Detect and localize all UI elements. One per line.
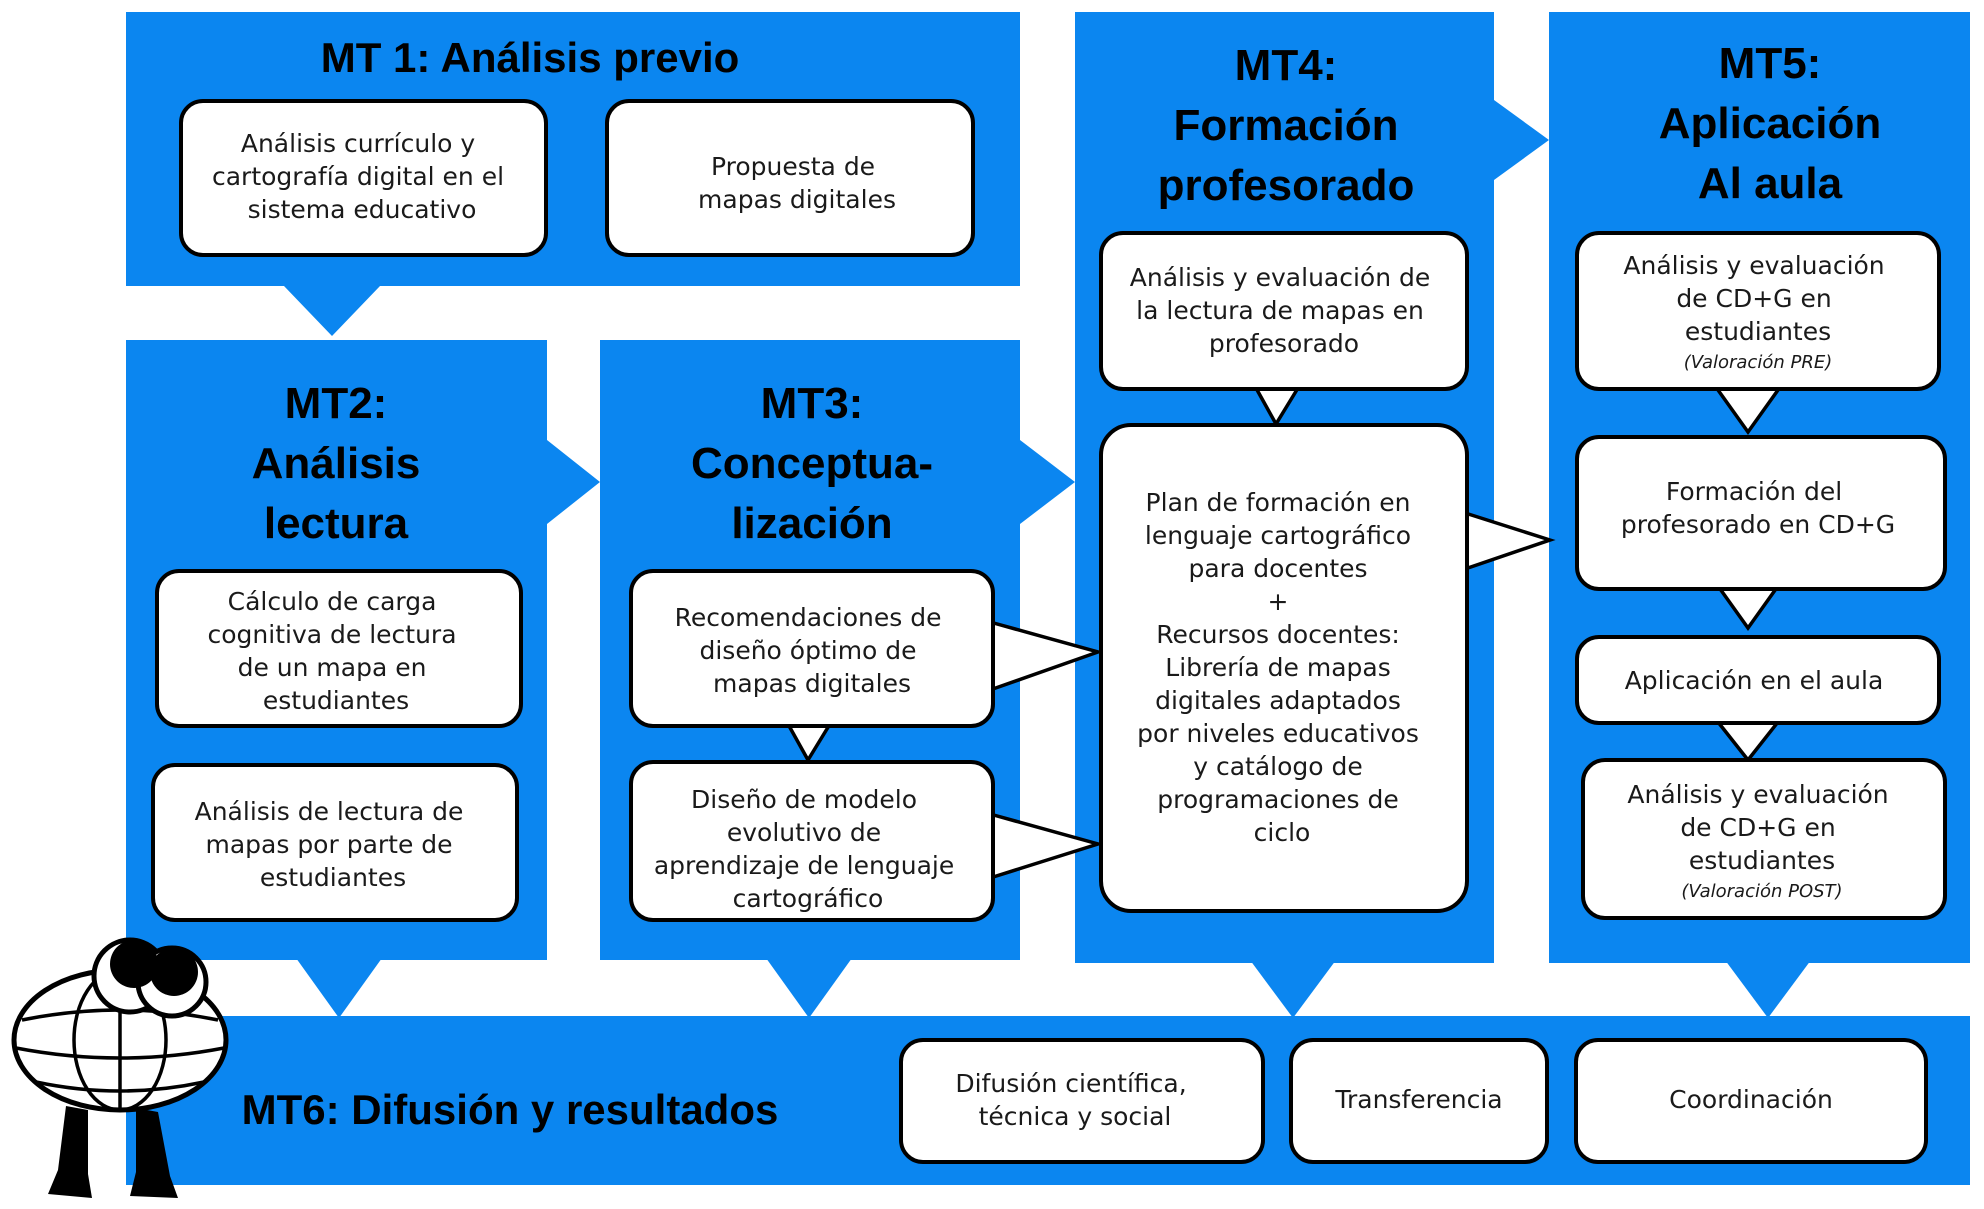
mt5-box-pre — [1575, 231, 1941, 391]
mt5-title-line: MT5: — [1719, 39, 1822, 88]
mt2-to-mt6-arrow — [296, 958, 382, 1018]
mt5-box-post-text: Análisis y evaluación de CD+G en estudia… — [1627, 780, 1896, 875]
mt6-box-coordinacion-text: Coordinación — [1669, 1085, 1833, 1114]
mt5-box-aplicacion — [1575, 635, 1941, 725]
mt5-to-mt6-arrow — [1725, 960, 1811, 1018]
mt5-box-post — [1581, 758, 1947, 920]
mt5-title-line: Aplicación — [1659, 99, 1882, 148]
mt4-title-line: profesorado — [1158, 161, 1415, 210]
mt4-box-analisis — [1099, 231, 1469, 391]
mt6-title: MT6: Difusión y resultados — [242, 1086, 779, 1133]
mt5-title-line: Al aula — [1698, 159, 1843, 208]
model-to-plan-arrow — [989, 812, 1105, 880]
mt4-title-line: Formación — [1174, 101, 1399, 150]
mt4-to-mt6-arrow — [1250, 960, 1336, 1018]
mt6-box-coordinacion — [1574, 1038, 1928, 1164]
mt3-title-line: MT3: — [761, 379, 864, 428]
mt5-pre-to-formacion-arrow — [1716, 388, 1780, 436]
mt3-box-recomendaciones — [629, 569, 995, 728]
mt6-box-difusion-text: Difusión científica, técnica y social — [955, 1069, 1194, 1131]
mt4-box-plan-text: Plan de formación en lenguaje cartográfi… — [1137, 488, 1427, 847]
recommendations-to-plan-arrow — [989, 620, 1104, 692]
mt1-box-propuesta-text: Propuesta de mapas digitales — [698, 152, 896, 214]
mt1-box-curriculum-text: Análisis currículo y cartografía digital… — [212, 129, 512, 224]
mt5-box-formacion — [1575, 435, 1947, 591]
mt3-box-modelo-text: Diseño de modelo evolutivo de aprendizaj… — [654, 785, 962, 913]
mt5-box-pre-note: (Valoración PRE) — [1684, 352, 1832, 373]
mt5-box-aplicacion-text: Aplicación en el aula — [1625, 666, 1884, 695]
mt2-title-line: lectura — [264, 499, 409, 548]
mt3-box-modelo — [629, 760, 995, 922]
mt2-title-line: Análisis — [252, 439, 421, 488]
mt5-box-formacion-text: Formación del profesorado en CD+G — [1621, 477, 1895, 539]
mt3-title-line: lización — [731, 499, 892, 548]
mt1-box-propuesta — [605, 99, 975, 257]
globe-mascot-icon — [11, 937, 229, 1198]
mt3-box-recomendaciones-text: Recomendaciones de diseño óptimo de mapa… — [675, 603, 950, 698]
mt6-box-transferencia-text: Transferencia — [1334, 1085, 1502, 1114]
mt2-box-carga-text: Cálculo de carga cognitiva de lectura de… — [208, 587, 465, 715]
mt5-box-pre-text: Análisis y evaluación de CD+G en estudia… — [1623, 251, 1892, 346]
mt1-title: MT 1: Análisis previo — [321, 34, 740, 81]
mt4-box-plan — [1099, 423, 1469, 913]
mt2-title-line: MT2: — [285, 379, 388, 428]
mt5-formacion-to-aplicacion-arrow — [1716, 584, 1780, 632]
mt6-box-difusion — [899, 1038, 1265, 1164]
mt3-title-line: Conceptua- — [691, 439, 933, 488]
plan-to-formacion-arrow — [1461, 510, 1556, 572]
mt6-box-transferencia — [1289, 1038, 1549, 1164]
mt1-box-curriculum — [179, 99, 548, 257]
mt2-box-carga — [155, 569, 523, 728]
mt4-title-line: MT4: — [1235, 41, 1338, 90]
mt2-box-lectura-text: Análisis de lectura de mapas por parte d… — [195, 797, 472, 892]
mt3-to-mt6-arrow — [766, 958, 852, 1018]
mt5-box-post-note: (Valoración POST) — [1681, 881, 1842, 902]
mt2-box-lectura — [151, 763, 519, 922]
mt4-box-analisis-text: Análisis y evaluación de la lectura de m… — [1130, 263, 1438, 358]
